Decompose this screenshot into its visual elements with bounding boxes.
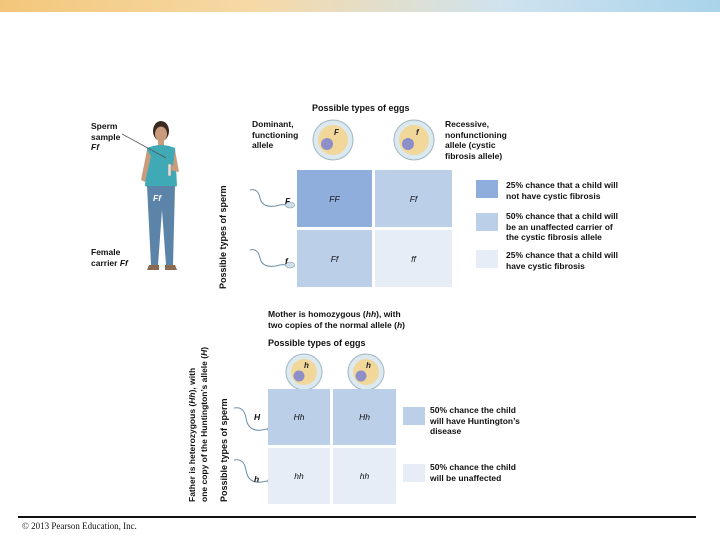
hd-key-swatch-affected: [403, 407, 425, 425]
sperm-sample-label: Sperm sample Ff: [91, 121, 121, 152]
hd-sperm-H-allele: H: [254, 412, 261, 422]
cf-cell-FF: FF: [297, 170, 372, 227]
recessive-allele-label: Recessive, nonfunctioning allele (cystic…: [445, 119, 507, 161]
cf-key-swatch-cf: [476, 250, 498, 268]
footer-divider: [18, 516, 696, 518]
hd-cell-Hh-right: Hh: [333, 389, 396, 445]
cf-cell-Ff-top: Ff: [375, 170, 452, 227]
cf-cell-Ff-bottom: Ff: [297, 230, 372, 287]
father-genotype-line2: one copy of the Huntington’s allele (H): [199, 346, 209, 502]
cf-possible-sperm-heading: Possible types of sperm: [218, 185, 228, 289]
top-gradient-bar: [0, 0, 720, 12]
female-carrier-label: Female carrier Ff: [91, 247, 128, 268]
hd-cell-hh-right: hh: [333, 448, 396, 504]
hd-cell-hh-left: hh: [268, 448, 330, 504]
cf-egg-recessive: [393, 119, 435, 161]
hd-egg-right-allele: h: [366, 361, 371, 370]
hd-possible-eggs-heading: Possible types of eggs: [268, 338, 366, 348]
copyright-notice: © 2013 Pearson Education, Inc.: [22, 521, 137, 531]
cf-egg-recessive-allele: f: [416, 128, 419, 137]
cf-sperm-dominant: [249, 189, 295, 209]
hd-key-swatch-unaffected: [403, 464, 425, 482]
female-carrier-figure: [141, 121, 179, 270]
dominant-allele-label: Dominant, functioning allele: [252, 119, 299, 150]
cf-key-swatch-carrier: [476, 213, 498, 231]
hd-egg-left-allele: h: [304, 361, 309, 370]
cf-sperm-recessive-allele: f: [285, 256, 288, 266]
cf-possible-eggs-heading: Possible types of eggs: [312, 103, 410, 113]
hd-egg-right: [347, 353, 385, 391]
shirt-genotype-label: Ff: [153, 193, 162, 203]
mother-genotype-description: Mother is homozygous (hh), with two copi…: [268, 309, 405, 330]
hd-cell-Hh-left: Hh: [268, 389, 330, 445]
cf-cell-ff: ff: [375, 230, 452, 287]
cf-sperm-dominant-allele: F: [285, 196, 291, 206]
father-genotype-line1: Father is heterozygous (Hh), with: [187, 367, 197, 502]
hd-sperm-h-allele: h: [254, 474, 260, 484]
hd-possible-sperm-heading: Possible types of sperm: [219, 398, 229, 502]
cf-key-swatch-no-cf: [476, 180, 498, 198]
cf-egg-dominant: [312, 119, 354, 161]
cf-sperm-recessive: [249, 249, 295, 269]
hd-egg-left: [285, 353, 323, 391]
cf-egg-dominant-allele: F: [334, 128, 339, 137]
